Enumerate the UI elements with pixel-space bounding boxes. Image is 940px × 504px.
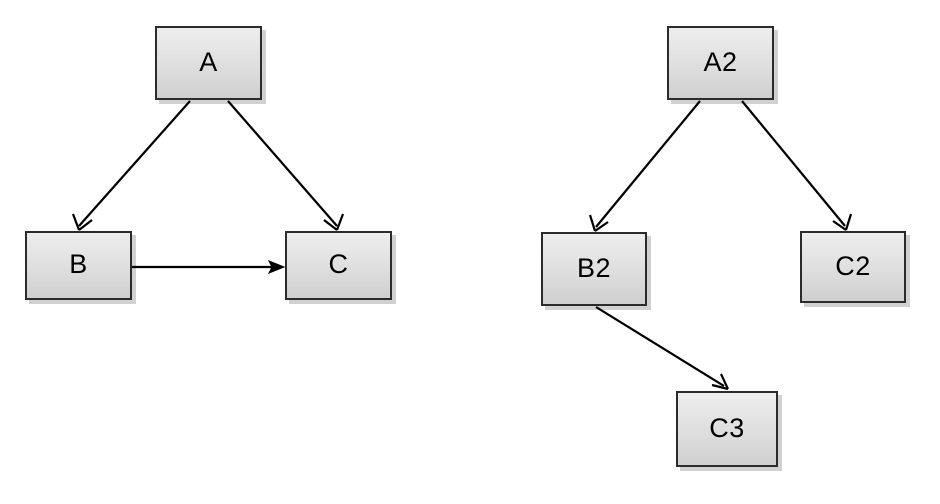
edge-a-to-b [71, 100, 191, 231]
node-c3[interactable]: C3 [676, 391, 778, 467]
node-c2[interactable]: C2 [800, 231, 906, 303]
node-b2[interactable]: B2 [541, 232, 647, 306]
node-a[interactable]: A [155, 26, 262, 100]
node-c[interactable]: C [285, 231, 392, 300]
node-c3-label: C3 [709, 412, 745, 443]
node-b2-label: B2 [576, 252, 612, 283]
node-a2[interactable]: A2 [667, 26, 774, 100]
edge-a2-to-b2 [588, 100, 701, 232]
edge-b2-to-c3 [595, 306, 729, 391]
node-b-label: B [69, 249, 88, 279]
edge-b-to-c [132, 260, 286, 274]
edge-a2-to-c2 [741, 100, 853, 231]
node-a2-label: A2 [703, 46, 738, 77]
node-b[interactable]: B [25, 231, 132, 300]
node-c2-label: C2 [835, 250, 871, 281]
edge-a-to-c [227, 100, 345, 231]
node-a-label: A [199, 46, 218, 77]
node-c-label: C [328, 249, 349, 279]
